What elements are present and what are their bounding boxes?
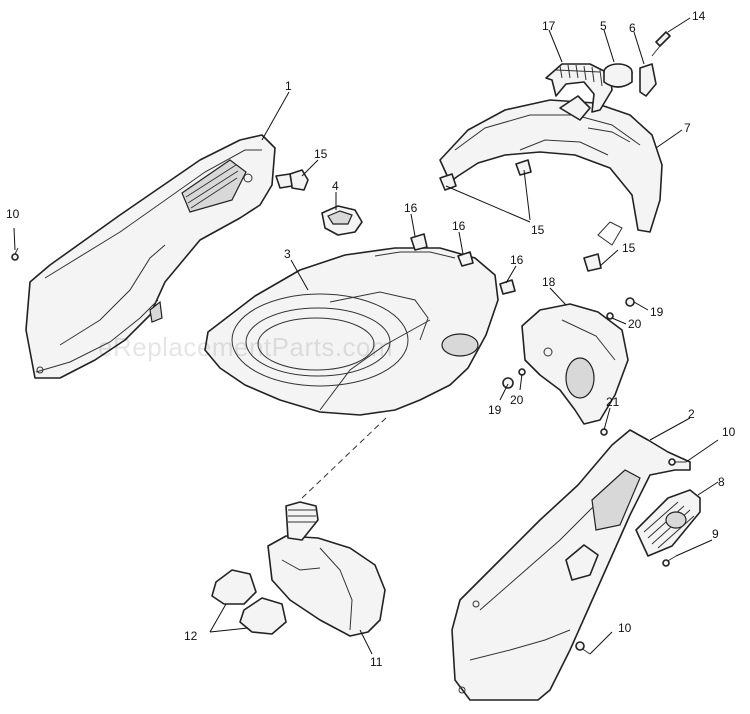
- leader-lines: [13, 17, 719, 655]
- part-5-cap: [603, 63, 633, 88]
- callout-2: 2: [688, 407, 695, 421]
- part-9-screw: [662, 555, 677, 567]
- callout-8: 8: [718, 475, 725, 489]
- callout-10-left: 10: [6, 207, 20, 221]
- callout-10-right-lower: 10: [618, 621, 632, 635]
- watermark: eReplacementParts.com: [98, 332, 393, 362]
- part-7-top-housing: [439, 99, 663, 246]
- part-8-grille: [635, 489, 701, 557]
- callout-9: 9: [712, 527, 719, 541]
- part-6-switch: [639, 63, 657, 97]
- callout-6: 6: [629, 21, 636, 35]
- callout-20-lower: 20: [510, 393, 524, 407]
- part-20-washer-upper: [606, 312, 614, 320]
- part-16-clip-c: [499, 279, 516, 295]
- part-15-clip-right: [583, 253, 602, 272]
- callout-3: 3: [284, 247, 291, 261]
- callout-12: 12: [184, 629, 198, 643]
- part-1-left-side-panel: [25, 134, 276, 379]
- callout-16-a: 16: [404, 201, 418, 215]
- callout-10-right-upper: 10: [722, 425, 736, 439]
- part-4-knob: [321, 205, 363, 236]
- part-15-clip-upper-left: [275, 169, 309, 191]
- callout-19-upper: 19: [650, 305, 664, 319]
- part-15-clip-mid: [515, 159, 532, 176]
- callout-21: 21: [606, 395, 620, 409]
- part-10-screw-left: [11, 247, 19, 261]
- callout-15-upper-left: 15: [314, 147, 328, 161]
- callout-7: 7: [684, 121, 691, 135]
- part-3-center-cover: [204, 247, 499, 416]
- part-17-handle: [545, 63, 613, 121]
- part-12-clamps: [211, 569, 287, 635]
- callout-17: 17: [542, 19, 556, 33]
- part-16-clip-b: [457, 251, 474, 267]
- callout-5: 5: [600, 19, 607, 33]
- part-11-air-box: [267, 501, 386, 637]
- part-14-screw: [651, 31, 671, 57]
- part-18-shield: [521, 303, 629, 425]
- part-15-clip-left: [439, 173, 457, 191]
- part-19-bolt-upper: [625, 297, 635, 307]
- part-10-screw-right-upper: [668, 458, 686, 466]
- callout-20-upper: 20: [628, 317, 642, 331]
- callout-15-center: 15: [531, 223, 545, 237]
- assembly-line: [299, 417, 387, 501]
- part-2-right-side-panel: [451, 429, 691, 701]
- part-10-screw-right-lower: [575, 641, 591, 655]
- callout-4: 4: [332, 179, 339, 193]
- callout-19-lower: 19: [488, 403, 502, 417]
- callout-1: 1: [285, 79, 292, 93]
- part-19-bolt-lower: [502, 377, 514, 389]
- callout-16-c: 16: [510, 253, 524, 267]
- callout-15-right: 15: [622, 241, 636, 255]
- callout-11: 11: [370, 655, 383, 669]
- callout-18: 18: [542, 275, 556, 289]
- part-16-clip-a: [410, 233, 428, 251]
- callout-16-b: 16: [452, 219, 466, 233]
- callout-labels: 1 15 4 3 16 16 16 10 17 5 6 14 7 15 15 1…: [6, 9, 736, 669]
- callout-14: 14: [692, 9, 706, 23]
